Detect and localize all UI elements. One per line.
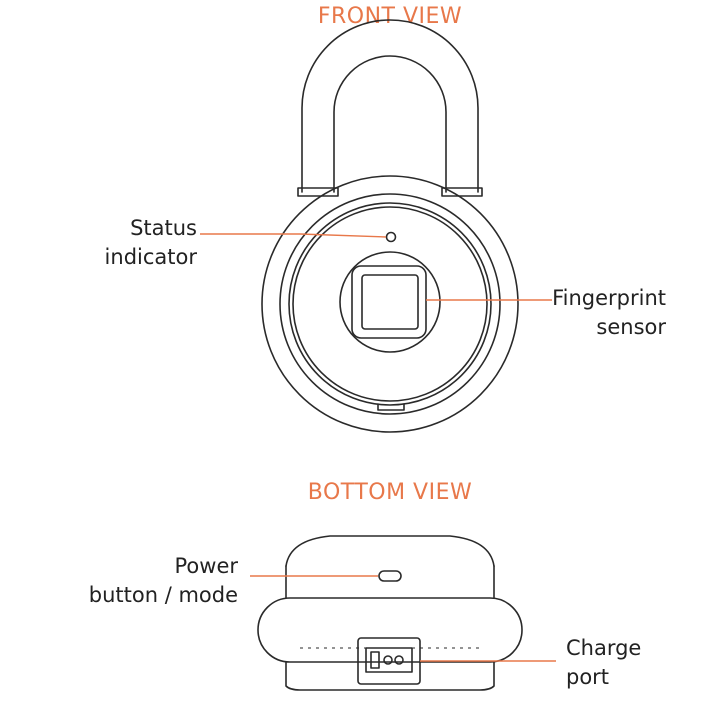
fingerprint-sensor-label: Fingerprint sensor bbox=[540, 284, 666, 342]
bottom-dome bbox=[285, 535, 495, 567]
status-leader-line bbox=[200, 233, 387, 238]
shackle-outer bbox=[301, 19, 479, 193]
charge-port-label: Charge port bbox=[566, 634, 686, 692]
shackle-collar-right bbox=[441, 187, 483, 197]
shackle-inner bbox=[333, 55, 447, 193]
bottom-ring-band bbox=[257, 597, 523, 663]
bottom-padlock bbox=[257, 535, 523, 691]
power-button-label-line2: button / mode bbox=[88, 583, 238, 607]
front-view-title: FRONT VIEW bbox=[317, 4, 463, 29]
power-button bbox=[378, 570, 402, 582]
lock-face-ring-1 bbox=[279, 193, 501, 415]
fingerprint-sensor-frame bbox=[351, 265, 427, 339]
status-indicator-label-line2: indicator bbox=[104, 245, 197, 269]
fingerprint-sensor-pad bbox=[361, 274, 419, 330]
lock-face-ring-2 bbox=[288, 202, 492, 406]
shackle-collar-left bbox=[297, 187, 339, 197]
fingerprint-sensor-label-line2: sensor bbox=[596, 315, 666, 339]
power-button-label-line1: Power bbox=[174, 554, 239, 578]
power-button-label: Power button / mode bbox=[40, 552, 238, 610]
charge-port-label-line2: port bbox=[566, 665, 610, 689]
charge-port-label-line1: Charge bbox=[566, 636, 642, 660]
charge-port-contact-2 bbox=[394, 655, 404, 665]
charge-port-housing bbox=[357, 637, 421, 685]
bottom-view-title: BOTTOM VIEW bbox=[307, 480, 473, 505]
fingerprint-sensor-label-line1: Fingerprint bbox=[552, 286, 666, 310]
bottom-tab bbox=[377, 403, 405, 411]
status-indicator-dot bbox=[385, 231, 397, 243]
charge-port-pin bbox=[370, 651, 380, 669]
front-padlock bbox=[261, 19, 519, 433]
lock-face-ring-3 bbox=[292, 206, 488, 402]
status-indicator-label: Status indicator bbox=[60, 214, 197, 272]
charge-port-contact-1 bbox=[383, 655, 393, 665]
lock-body-outer bbox=[261, 175, 519, 433]
status-indicator-label-line1: Status bbox=[130, 216, 197, 240]
fingerprint-sensor-ring bbox=[339, 251, 441, 353]
bottom-cylinder bbox=[285, 661, 495, 691]
